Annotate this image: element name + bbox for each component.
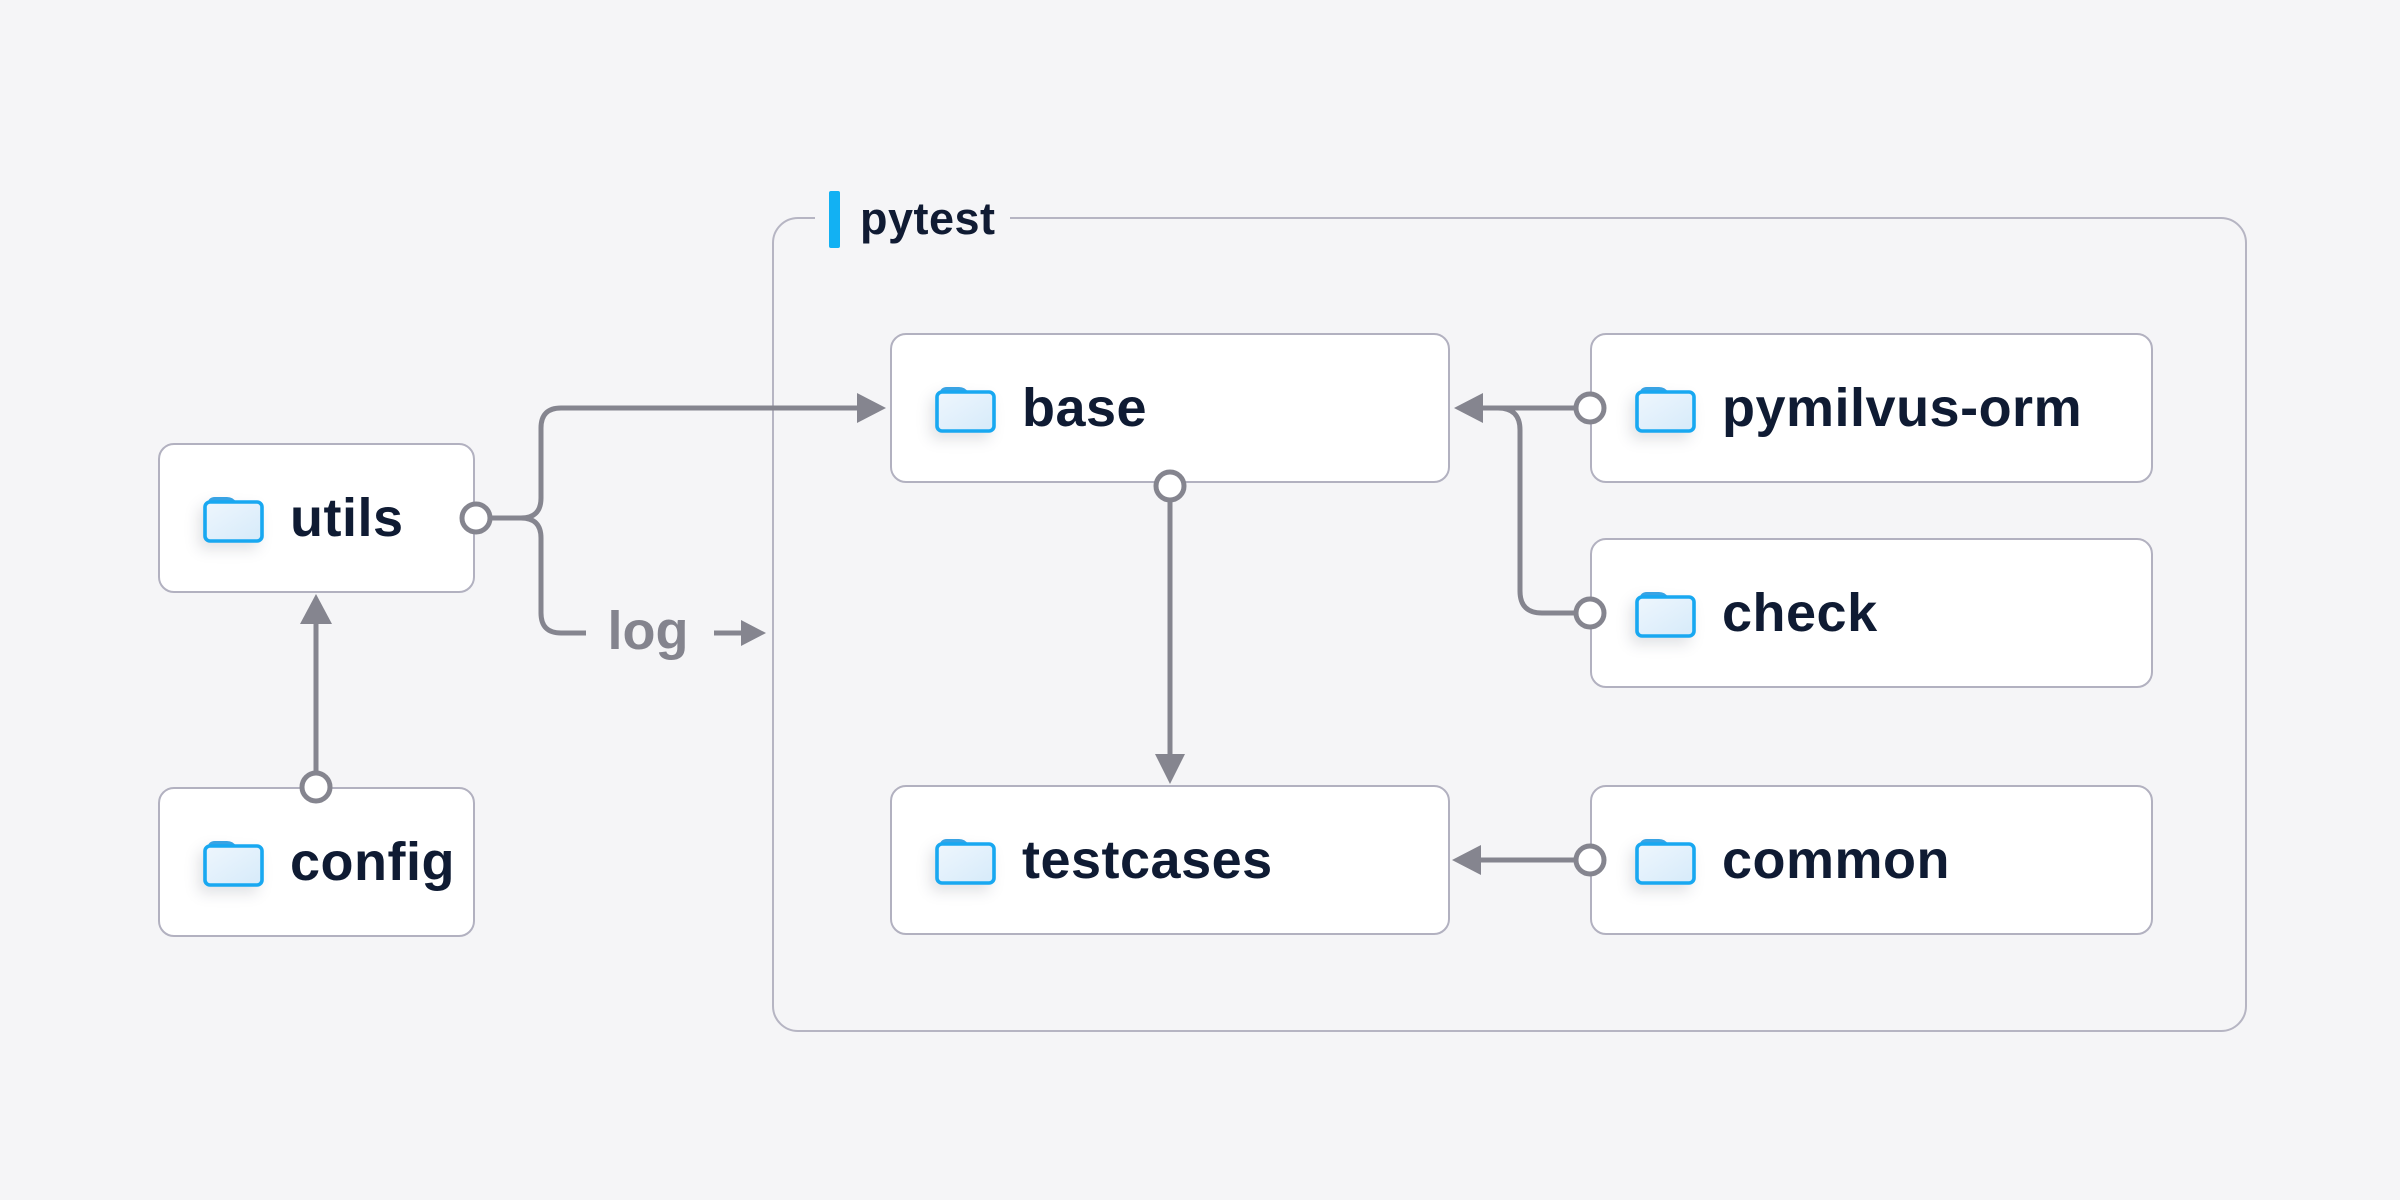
folder-icon bbox=[935, 839, 996, 885]
group-title: pytest bbox=[860, 193, 996, 244]
node-config: config bbox=[158, 787, 475, 937]
node-label-base: base bbox=[1022, 378, 1148, 438]
folder-icon bbox=[203, 841, 264, 887]
node-base: base bbox=[890, 333, 1450, 483]
folder-icon bbox=[935, 387, 996, 433]
folder-icon bbox=[1635, 839, 1696, 885]
node-testcases: testcases bbox=[890, 785, 1450, 935]
node-pymilvus-orm: pymilvus-orm bbox=[1590, 333, 2153, 483]
node-label-testcases: testcases bbox=[1022, 830, 1273, 890]
node-label-utils: utils bbox=[290, 488, 404, 548]
group-pytest: pytest bbox=[772, 186, 2247, 1032]
folder-icon bbox=[1635, 387, 1696, 433]
node-utils: utils bbox=[158, 443, 475, 593]
node-label-check: check bbox=[1722, 583, 1878, 643]
edge-label-log: log bbox=[607, 601, 689, 661]
node-label-pymilvus-orm: pymilvus-orm bbox=[1722, 378, 2083, 438]
node-label-common: common bbox=[1722, 830, 1951, 890]
folder-icon bbox=[203, 497, 264, 543]
node-common: common bbox=[1590, 785, 2153, 935]
edge-config-utils bbox=[300, 594, 332, 772]
accent-bar-icon bbox=[829, 190, 840, 248]
group-pytest-label: pytest bbox=[815, 186, 1010, 252]
node-check: check bbox=[1590, 538, 2153, 688]
node-label-config: config bbox=[290, 832, 455, 892]
folder-icon bbox=[1635, 592, 1696, 638]
